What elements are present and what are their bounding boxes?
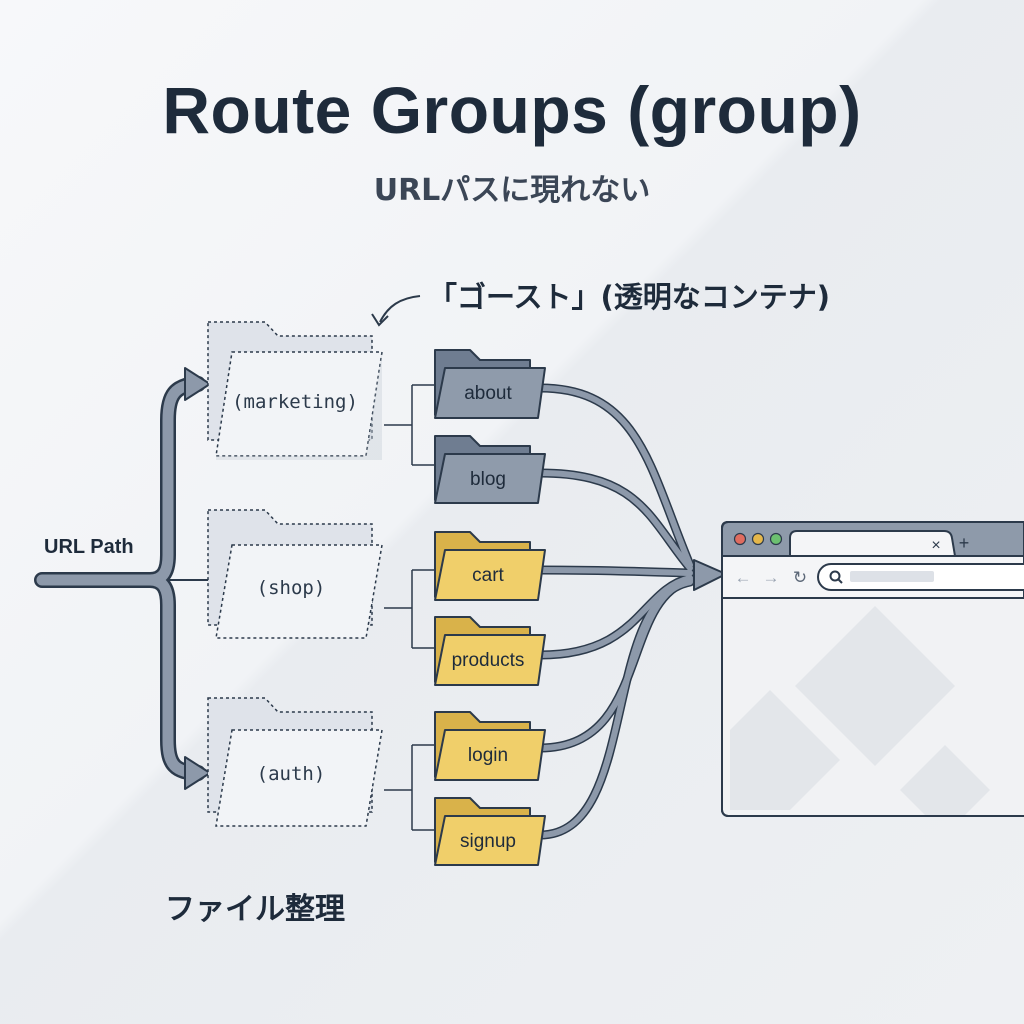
route-folder-signup[interactable] bbox=[434, 797, 546, 866]
back-icon[interactable]: ← bbox=[735, 568, 752, 587]
url-path-label: URL Path bbox=[44, 536, 134, 558]
ghost-annotation: 「ゴースト」(透明なコンテナ) bbox=[428, 280, 831, 314]
browser-window: × + ← → ↻ bbox=[721, 521, 1024, 817]
page-title: Route Groups (group) bbox=[162, 73, 862, 147]
minimize-window-dot[interactable] bbox=[751, 532, 765, 546]
group-folder-auth[interactable] bbox=[207, 697, 383, 827]
route-folder-about[interactable] bbox=[434, 349, 546, 419]
route-label-signup: signup bbox=[460, 831, 516, 852]
group-folder-marketing[interactable] bbox=[207, 321, 383, 460]
route-folder-cart[interactable] bbox=[434, 531, 546, 601]
tree-connectors bbox=[384, 384, 438, 831]
browser-entry-arrowhead bbox=[693, 559, 727, 591]
url-path-arrow bbox=[34, 367, 211, 790]
tab-close-icon[interactable]: × bbox=[931, 537, 940, 554]
close-window-dot[interactable] bbox=[733, 532, 747, 546]
file-organization-label: ファイル整理 bbox=[165, 892, 345, 927]
group-label-shop: (shop) bbox=[257, 577, 326, 599]
route-label-cart: cart bbox=[472, 565, 504, 586]
route-flow-lines bbox=[535, 383, 695, 840]
route-folder-products[interactable] bbox=[434, 616, 546, 686]
route-folder-blog[interactable] bbox=[434, 435, 546, 504]
group-label-marketing: (marketing) bbox=[232, 391, 358, 413]
reload-icon[interactable]: ↻ bbox=[793, 568, 807, 587]
route-label-blog: blog bbox=[470, 469, 506, 490]
maximize-window-dot[interactable] bbox=[769, 532, 783, 546]
page-subtitle: URLパスに現れない bbox=[373, 173, 651, 208]
route-label-products: products bbox=[452, 650, 525, 671]
forward-icon[interactable]: → bbox=[763, 568, 780, 587]
new-tab-icon[interactable]: + bbox=[959, 533, 970, 553]
search-icon bbox=[829, 570, 843, 584]
route-folder-login[interactable] bbox=[434, 711, 546, 781]
page-content-placeholder bbox=[730, 606, 990, 815]
group-label-auth: (auth) bbox=[257, 763, 326, 785]
ghost-pointer-arrow bbox=[379, 295, 421, 323]
route-label-login: login bbox=[468, 745, 508, 766]
route-label-about: about bbox=[464, 383, 512, 404]
group-folder-shop[interactable] bbox=[207, 509, 383, 639]
